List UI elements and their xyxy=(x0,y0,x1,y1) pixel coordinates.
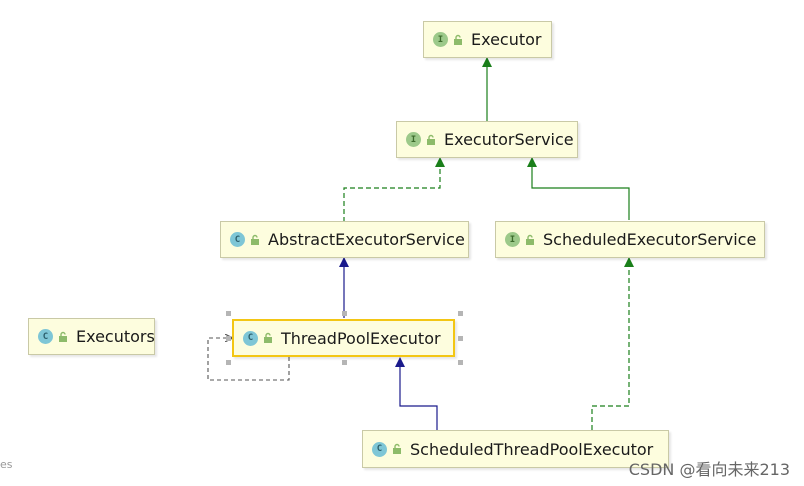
left-edge-text: es xyxy=(0,458,13,471)
lock-icon xyxy=(59,331,67,342)
edge-abstractexecutorservice-executorservice xyxy=(343,157,445,222)
watermark: CSDN @看向未来213 xyxy=(628,460,790,479)
node-label: ThreadPoolExecutor xyxy=(281,328,441,348)
class-icon: C xyxy=(243,330,258,346)
lock-icon xyxy=(427,134,435,145)
edge-scheduledthreadpoolexecutor-scheduledexecutorservice xyxy=(591,257,634,430)
selection-handle-middle-right[interactable] xyxy=(458,336,463,341)
class-icon: C xyxy=(372,441,387,457)
selection-handle-top-center[interactable] xyxy=(342,311,347,316)
selection-handle-bottom-left[interactable] xyxy=(226,360,231,365)
interface-icon: I xyxy=(505,232,520,247)
interface-icon: I xyxy=(433,32,448,47)
lock-icon xyxy=(251,234,259,245)
class-icon: C xyxy=(38,329,53,344)
class-icon: C xyxy=(230,232,245,247)
node-scheduledexecutorservice[interactable]: I ScheduledExecutorService xyxy=(495,221,765,258)
interface-icon: I xyxy=(406,132,421,147)
selection-handle-bottom-right[interactable] xyxy=(458,360,463,365)
node-executorservice[interactable]: I ExecutorService xyxy=(396,121,578,158)
node-scheduledthreadpoolexecutor[interactable]: C ScheduledThreadPoolExecutor xyxy=(362,430,669,468)
node-label: ScheduledThreadPoolExecutor xyxy=(410,439,654,459)
edge-scheduledexecutorservice-executorservice xyxy=(527,157,630,220)
selection-handle-bottom-center[interactable] xyxy=(342,360,347,365)
node-label: ExecutorService xyxy=(444,130,574,149)
selection-handle-middle-left[interactable] xyxy=(226,336,231,341)
node-executors[interactable]: C Executors xyxy=(28,318,155,355)
node-label: Executors xyxy=(76,327,155,346)
edge-scheduledthreadpoolexecutor-threadpoolexecutor xyxy=(395,357,438,430)
node-abstractexecutorservice[interactable]: C AbstractExecutorService xyxy=(220,221,469,258)
selection-handle-top-left[interactable] xyxy=(226,311,231,316)
selection-handle-top-right[interactable] xyxy=(458,311,463,316)
edge-threadpoolexecutor-self xyxy=(207,338,290,381)
node-label: AbstractExecutorService xyxy=(268,230,465,249)
node-threadpoolexecutor[interactable]: C ThreadPoolExecutor xyxy=(232,319,455,357)
node-label: ScheduledExecutorService xyxy=(543,230,757,249)
lock-icon xyxy=(454,34,462,45)
lock-icon xyxy=(393,443,401,454)
lock-icon xyxy=(264,332,272,343)
node-executor[interactable]: I Executor xyxy=(423,21,552,58)
node-label: Executor xyxy=(471,30,542,49)
lock-icon xyxy=(526,234,534,245)
